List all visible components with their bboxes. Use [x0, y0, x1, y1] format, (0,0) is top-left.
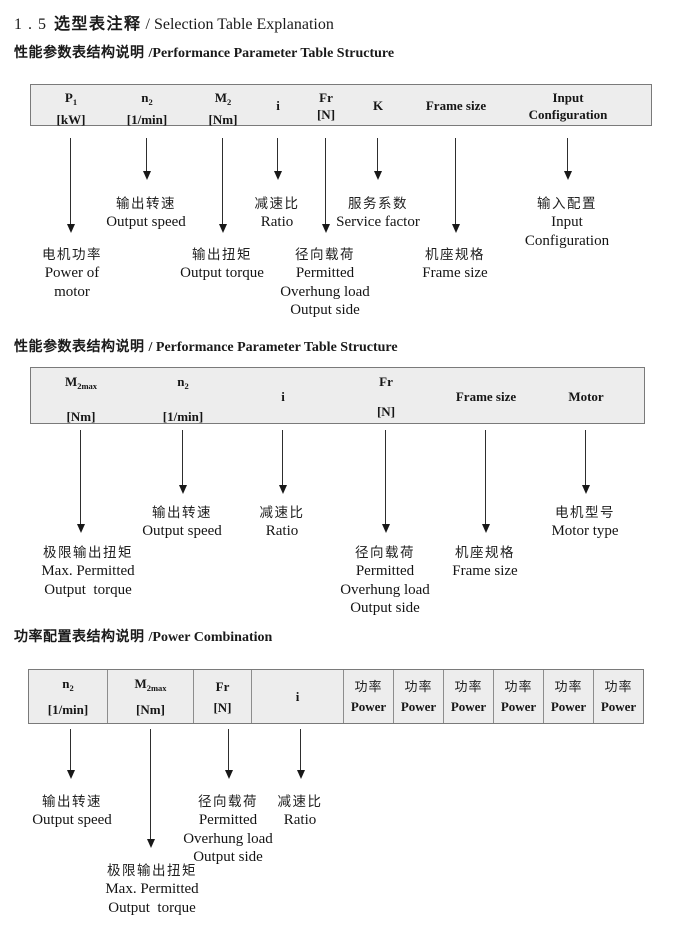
m2max-arrow-2	[76, 430, 85, 533]
input-config-arrow	[563, 138, 572, 180]
frame-size-column-header: Frame size	[425, 98, 487, 113]
fr-column-header: Fr [N]	[316, 90, 336, 122]
section-2-heading-zh: 性能参数表结构说明	[14, 338, 145, 354]
n2-arrow	[142, 138, 151, 180]
p1-arrow	[66, 138, 75, 233]
ratio-arrow-3	[296, 729, 305, 779]
frame-size-column-header-2: Frame size	[455, 389, 517, 404]
section-3-heading: 功率配置表结构说明 /Power Combination	[14, 626, 272, 646]
fr-arrow	[321, 138, 330, 233]
m2max-cell: M2max [Nm]	[107, 670, 193, 723]
k-column-header: K	[372, 98, 384, 113]
k-arrow	[373, 138, 382, 180]
ratio-arrow	[273, 138, 282, 180]
frame-size-arrow-2	[481, 430, 490, 533]
section-2-heading: 性能参数表结构说明 / Performance Parameter Table …	[14, 336, 398, 356]
section-1-heading-zh: 性能参数表结构说明	[14, 44, 145, 60]
n2-cell: n2 [1/min]	[47, 676, 89, 717]
section-1-heading: 性能参数表结构说明 /Performance Parameter Table S…	[14, 42, 394, 62]
fr-cell: Fr [N]	[193, 670, 251, 723]
fr-arrow-2	[381, 430, 390, 533]
section-3-heading-en: /Power Combination	[148, 630, 273, 645]
ratio-cell: i	[251, 670, 343, 723]
section-1-heading-en: /Performance Parameter Table Structure	[148, 46, 395, 61]
frame-size-arrow	[451, 138, 460, 233]
fr-column-header-2: Fr [N]	[376, 374, 396, 419]
m2max-arrow-3	[146, 729, 155, 848]
m2-column-header: M2 [Nm]	[208, 90, 238, 127]
n2-arrow-3	[66, 729, 75, 779]
motor-column-header: Motor	[568, 389, 604, 404]
n2-column-header: n2 [1/min]	[126, 90, 168, 127]
page-title-en: Selection Table Explanation	[153, 16, 334, 33]
m2-arrow	[218, 138, 227, 233]
page-title: 1 . 5 选型表注释/Selection Table Explanation	[14, 10, 334, 34]
section-3-heading-zh: 功率配置表结构说明	[14, 628, 145, 644]
parameter-table-2: M2max [Nm] n2 [1/min] i Fr [N] Frame siz…	[30, 367, 645, 424]
motor-arrow	[581, 430, 590, 494]
ratio-column-header-2: i	[281, 389, 285, 404]
n2-arrow-2	[178, 430, 187, 494]
fr-arrow-3	[224, 729, 233, 779]
input-config-column-header: Input Configuration	[528, 90, 608, 122]
page-title-slash: /	[145, 16, 150, 33]
ratio-arrow-2	[278, 430, 287, 494]
parameter-table-1: P1 [kW] n2 [1/min] M2 [Nm] i Fr [N] K Fr…	[30, 84, 652, 127]
m2max-column-header: M2max [Nm]	[64, 374, 98, 424]
n2-column-header-2: n2 [1/min]	[162, 374, 204, 424]
p1-column-header: P1 [kW]	[56, 90, 86, 127]
section-2-heading-en: / Performance Parameter Table Structure	[148, 340, 398, 355]
ratio-column-header: i	[276, 98, 280, 113]
page-title-zh: 选型表注释	[54, 16, 142, 33]
page-title-number: 1 . 5	[14, 16, 47, 33]
